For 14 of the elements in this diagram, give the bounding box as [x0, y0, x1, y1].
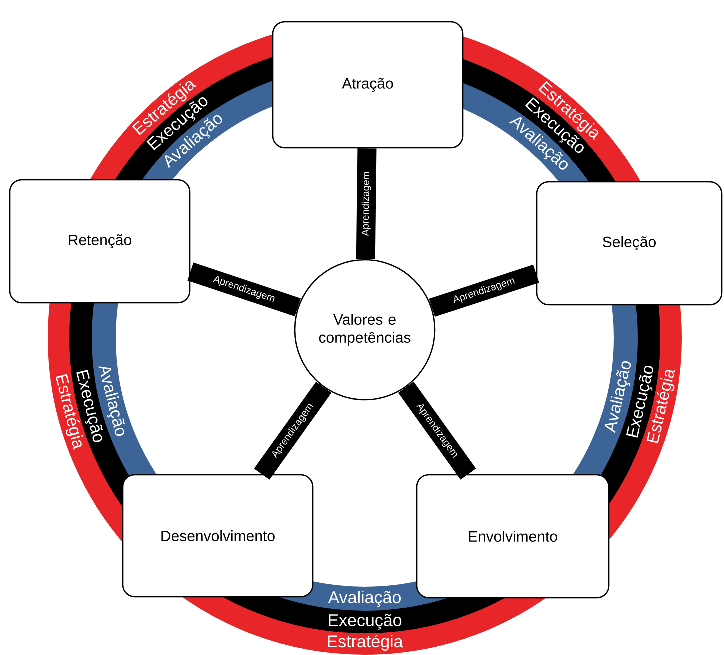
process-box: Retenção: [9, 179, 191, 304]
spoke-bar: [356, 148, 377, 260]
edge-label: Aprendizagem: [362, 172, 372, 236]
process-box: Desenvolvimento: [122, 474, 314, 598]
ring-label: Avaliação: [328, 591, 401, 607]
process-box: Envolvimento: [416, 474, 610, 599]
spoke-bar: [429, 264, 540, 318]
spoke-bar: [398, 382, 476, 480]
process-box: Atração: [272, 21, 464, 149]
spoke-bar: [254, 382, 332, 480]
process-box: Seleção: [536, 181, 723, 306]
ring-label: Estratégia: [328, 634, 404, 652]
spoke-bar: [188, 262, 302, 317]
ring-label: Execução: [329, 614, 402, 630]
